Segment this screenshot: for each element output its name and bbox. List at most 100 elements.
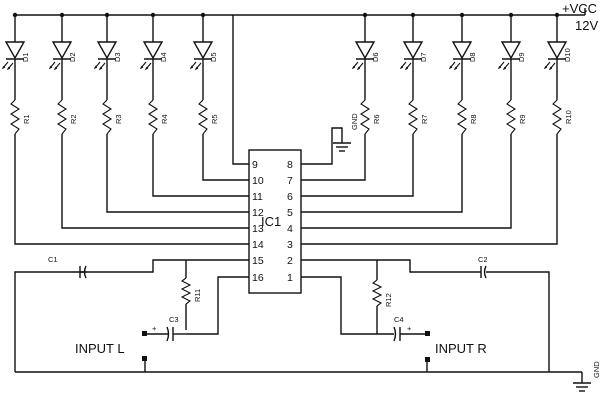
ic-pin-label: 8	[287, 159, 293, 171]
led-label: D6	[371, 52, 380, 62]
led-icon	[192, 41, 214, 60]
wire	[152, 134, 249, 197]
ic-pin-label: 11	[252, 191, 263, 203]
resistor-icon	[407, 99, 419, 135]
led-resistor-array: D1R1D2R2D3R3D4R4D5R5D6R6D7R7D8R8D9R9D10R…	[1, 12, 573, 245]
input-left-label: INPUT L	[75, 341, 125, 356]
resistor-icon	[359, 99, 371, 135]
wire	[106, 134, 249, 213]
led-icon	[96, 41, 118, 60]
led-icon	[546, 41, 568, 60]
resistor-label: R1	[22, 114, 31, 124]
led-label: D2	[68, 52, 77, 62]
ic-pin-label: 6	[287, 191, 293, 203]
resistor-label: R7	[420, 114, 429, 124]
led-label: D3	[113, 52, 122, 62]
wire	[301, 134, 463, 213]
ic-pin-label: 15	[252, 255, 264, 267]
led-icon	[451, 41, 473, 60]
ic-pin-label: 3	[287, 239, 293, 251]
c3-label: C3	[169, 315, 179, 324]
resistor-label: R6	[372, 114, 381, 124]
resistor-icon	[9, 99, 21, 135]
ic-pin-label: 13	[252, 223, 264, 235]
ic-pin-label: 5	[287, 207, 293, 219]
light-emission-icon	[189, 61, 202, 71]
wire	[301, 134, 558, 245]
vcc-label: +VCC	[562, 1, 597, 16]
wire	[14, 134, 249, 245]
vcc-voltage-label: 12V	[575, 18, 598, 33]
resistor-icon	[551, 99, 563, 135]
resistor-icon	[56, 99, 68, 135]
c3-plus: +	[152, 324, 157, 333]
r11-label: R11	[193, 289, 202, 302]
led-icon	[402, 41, 424, 60]
led-label: D8	[468, 52, 477, 62]
resistor-label: R3	[114, 114, 123, 124]
led-label: D9	[517, 52, 526, 62]
wire	[301, 134, 366, 181]
light-emission-icon	[399, 61, 412, 71]
led-label: D5	[209, 52, 218, 62]
ic-pin-label: 16	[252, 272, 264, 284]
c4-label: C4	[394, 315, 404, 324]
light-emission-icon	[497, 61, 510, 71]
gnd-label-bottom: GND	[592, 361, 601, 378]
c4-plus: +	[407, 324, 412, 333]
light-emission-icon	[448, 61, 461, 71]
resistor-icon	[101, 99, 113, 135]
resistor-label: R2	[69, 114, 78, 124]
ic-pin-label: 4	[287, 223, 293, 235]
ic-pin-label: 1	[287, 272, 293, 284]
wire	[61, 134, 249, 229]
c1-label: C1	[48, 255, 58, 264]
input-right-network: C2 R12 C4 + INPUT R	[301, 255, 550, 372]
wire	[301, 134, 414, 197]
vcc-rail: +VCC 12V	[15, 1, 598, 33]
ground-rail: GND	[15, 361, 601, 392]
light-emission-icon	[93, 61, 106, 71]
led-label: D10	[563, 48, 572, 62]
resistor-icon	[456, 99, 468, 135]
light-emission-icon	[1, 61, 14, 71]
r12-label: R12	[384, 293, 393, 307]
resistor-icon	[505, 99, 517, 135]
ic-pin-label: 2	[287, 255, 293, 267]
light-emission-icon	[543, 61, 556, 71]
input-left-network: C1 R11 C3 + INPUT L	[14, 255, 249, 372]
input-right-label: INPUT R	[435, 341, 487, 356]
resistor-label: R4	[160, 114, 169, 124]
ic-pin-label: 9	[252, 159, 258, 171]
wire	[301, 134, 512, 229]
resistor-icon	[197, 99, 209, 135]
resistor-label: R8	[469, 114, 478, 124]
led-icon	[4, 41, 26, 60]
resistor-label: R10	[564, 110, 573, 124]
resistor-icon	[147, 99, 159, 135]
wire	[202, 134, 249, 181]
resistor-label: R5	[210, 114, 219, 124]
ic-pin-label: 10	[252, 175, 264, 187]
ic-pin-label: 12	[252, 207, 264, 219]
led-icon	[354, 41, 376, 60]
c2-label: C2	[478, 255, 488, 264]
resistor-label: R9	[518, 114, 527, 124]
light-emission-icon	[351, 61, 364, 71]
light-emission-icon	[48, 61, 61, 71]
ic-pin-label: 14	[252, 239, 264, 251]
led-icon	[51, 41, 73, 60]
led-label: D1	[21, 52, 30, 62]
light-emission-icon	[139, 61, 152, 71]
